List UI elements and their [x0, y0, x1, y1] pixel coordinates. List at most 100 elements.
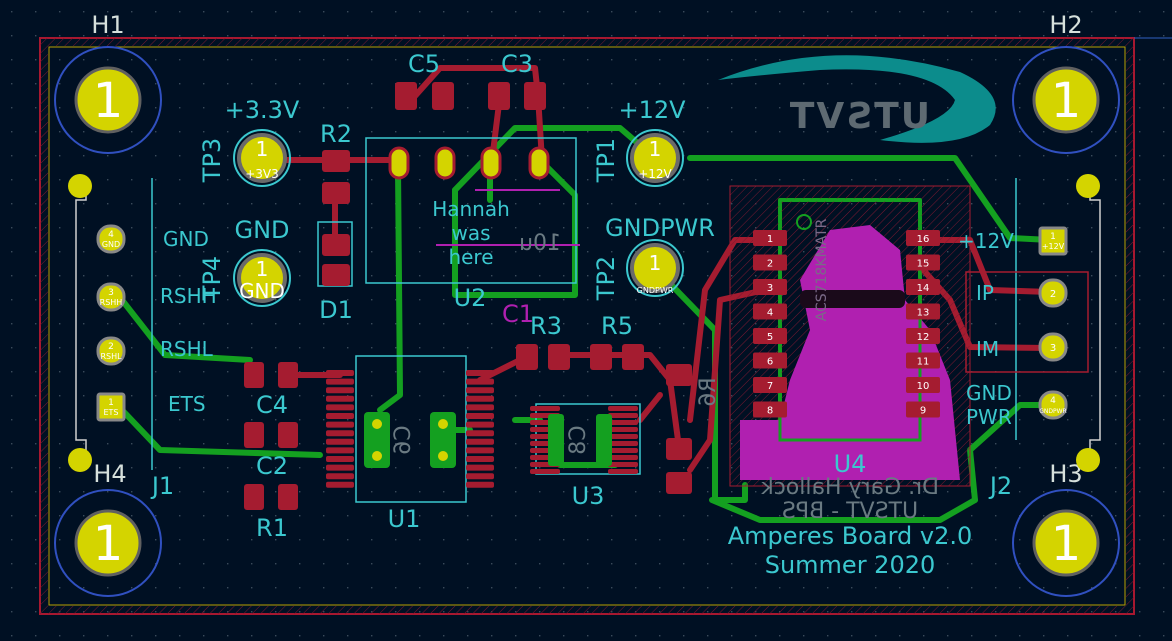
u4-pin-number: 10 [917, 381, 930, 392]
utsvt-logo: UTSVT [718, 55, 996, 143]
tp2-value: GNDPWR [605, 214, 715, 242]
tp3-ref: TP3 [198, 138, 226, 183]
ic-pin [326, 421, 354, 428]
ic-pin [326, 378, 354, 385]
j2-label-gnd: GND [966, 381, 1012, 405]
u4-pin: 6 [753, 352, 787, 369]
testpoint-tp2: 1 GNDPWR GNDPWR TP2 [592, 214, 715, 301]
ic-pin [608, 420, 638, 425]
u2-ref: U2 [454, 284, 487, 312]
ic-pin [466, 447, 494, 454]
ic-pin [326, 456, 354, 462]
u4-pin-number: 12 [917, 332, 930, 343]
j1-label-rshh: RSHH [160, 284, 217, 308]
ic-pin [608, 427, 638, 432]
ic-pin [530, 469, 560, 474]
ic-pin [466, 473, 494, 480]
r1-ref: R1 [256, 514, 288, 542]
tp-pad-number: 1 [649, 251, 662, 275]
pad-number: 3 [1050, 343, 1056, 354]
pad-number: 4 [1050, 396, 1056, 406]
j2-pad-1: 1 +12V [1038, 226, 1068, 256]
j1-ref: J1 [150, 472, 174, 500]
capacitor-c4: C4 [244, 362, 298, 419]
u2-note-line2: was [451, 221, 490, 245]
ic-pin [466, 413, 494, 419]
u4-pin-pad [753, 377, 787, 393]
r6-ref-mirrored: R6 [696, 377, 721, 406]
u4-pin-number: 1 [767, 234, 773, 245]
u4-pin-number: 2 [767, 259, 773, 270]
tp4-value: GND [234, 216, 289, 244]
j2-label-ip: IP [976, 281, 994, 305]
pad-number: 4 [108, 230, 114, 240]
u4-pin-pad [906, 401, 940, 418]
r5-ref: R5 [601, 312, 633, 340]
u4-pin-pad [753, 303, 787, 320]
u4-pin-pad [753, 328, 787, 344]
ic-pin [466, 378, 494, 385]
u4-pin: 10 [906, 377, 940, 393]
regulator-u2: 10u Hannah was here U2 C1 [365, 137, 580, 328]
tp-pad-text: GND [239, 279, 285, 303]
u4-pin-number: 13 [917, 308, 930, 319]
hole-ref-h4: H4 [93, 460, 126, 488]
u4-pin: 16 [906, 230, 940, 246]
ic-pin [466, 370, 494, 376]
capacitor-c2: C2 [244, 422, 298, 480]
pad-number: 2 [108, 342, 114, 352]
ic-pin [326, 387, 354, 394]
c3-ref: C3 [501, 50, 533, 78]
u4-pin: 3 [753, 279, 787, 295]
hole-number: 1 [93, 516, 124, 572]
u3-ref: U3 [572, 482, 605, 510]
r3-ref: R3 [530, 312, 562, 340]
u4-pin-number: 3 [767, 283, 773, 294]
ic-pin [326, 370, 354, 376]
c5-ref: C5 [408, 50, 440, 78]
u4-pin: 1 [753, 230, 787, 246]
pad-number: 3 [108, 288, 114, 298]
ic-u1: C6 U1 [326, 355, 494, 533]
u1-pins [326, 370, 494, 488]
portrait-artwork [740, 225, 960, 480]
c8-ref-mirrored: C8 [566, 425, 591, 454]
u4-pin-pad [753, 401, 787, 418]
d1-ref: D1 [319, 296, 353, 324]
u4-pin: 2 [753, 254, 787, 271]
ic-pin [608, 448, 638, 453]
c1-ref: C1 [502, 300, 534, 328]
ic-pin [608, 441, 638, 446]
u4-pin: 15 [906, 254, 940, 271]
pad-text: GND [102, 240, 120, 249]
ic-pin [530, 406, 560, 411]
pad-text: +12V [1042, 242, 1065, 251]
pad-text: RSHL [100, 352, 122, 361]
connector-j1: 4 GND 3 RSHH 2 RSHL 1 ETS GND RSHH RSHL … [68, 174, 217, 500]
j1-label-ets: ETS [168, 392, 206, 416]
ic-pin [466, 464, 494, 471]
mirrored-team: UTSVT - BPS [782, 499, 918, 524]
c6-ref-mirrored: C6 [391, 425, 416, 454]
u4-pin: 11 [906, 352, 940, 369]
u4-pin: 8 [753, 401, 787, 418]
ic-u3: C8 U3 [530, 403, 641, 510]
board-title: Amperes Board v2.0 [728, 522, 973, 550]
mounting-holes: 1 H1 1 H2 1 H4 1 H3 [54, 11, 1120, 597]
ic-pin [326, 430, 354, 437]
u2-note-line3: here [448, 245, 493, 269]
ic-pin [326, 464, 354, 471]
u4-pin-pad [906, 303, 940, 320]
j1-label-gnd: GND [163, 227, 209, 251]
u4-pin: 14 [906, 279, 940, 295]
board-outline [39, 37, 1172, 615]
mounting-hole-h4: 1 H4 [54, 460, 162, 597]
testpoint-tp1: 1 +12V +12V TP1 [592, 96, 686, 187]
j1-pad-4: 4 GND [96, 224, 126, 254]
tp-pad-number: 1 [256, 137, 269, 161]
mounting-hole-h2: 1 H2 [1012, 11, 1120, 154]
j2-pad-4: 4 GNDPWR [1038, 390, 1068, 420]
